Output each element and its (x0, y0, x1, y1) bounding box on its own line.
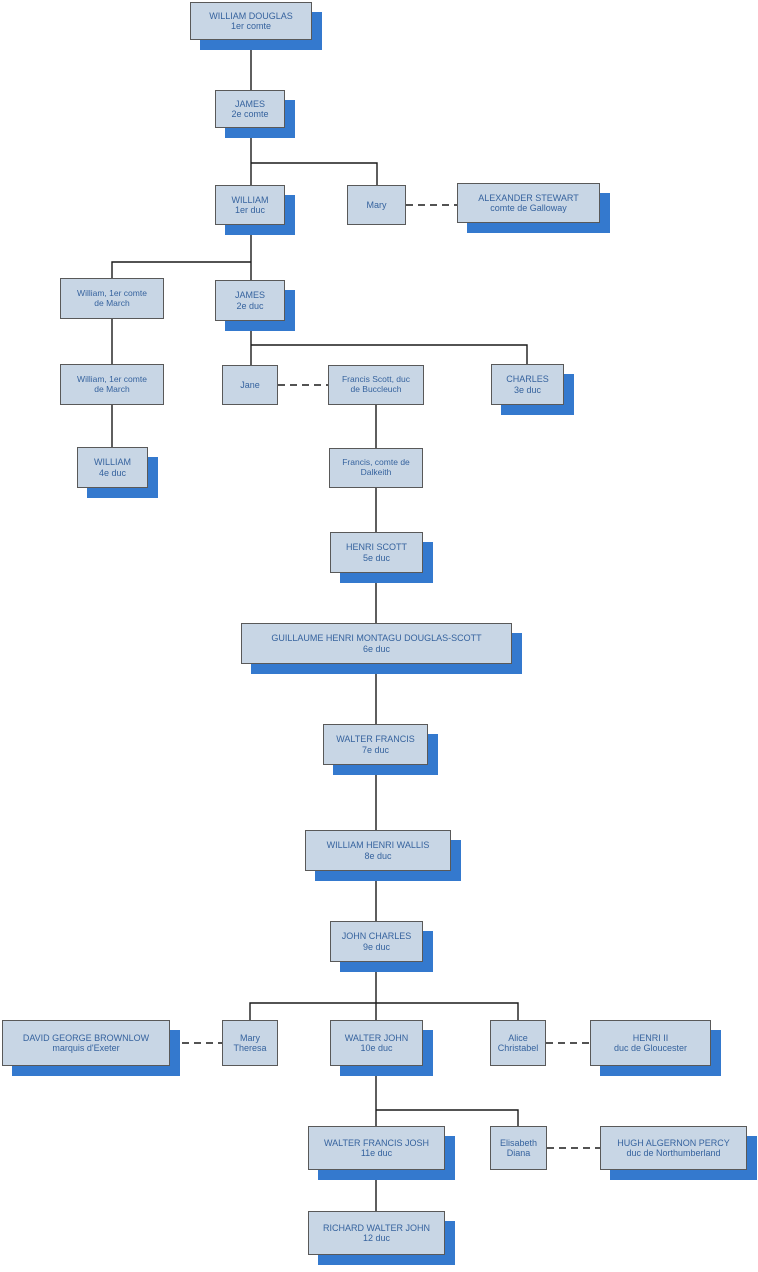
person-name: HENRI SCOTT (345, 542, 407, 553)
person-title: 5e duc (362, 552, 391, 563)
person-name: WALTER FRANCIS JOSH (323, 1137, 429, 1148)
person-name: Jane (240, 379, 260, 390)
person-name: WILLIAM HENRI WALLIS (326, 840, 430, 851)
person-name: ALEXANDER STEWART (478, 192, 579, 203)
person-name: Francis, comte de (342, 457, 410, 468)
person-name: WILLIAM (93, 457, 131, 468)
person-name: JAMES (234, 290, 265, 301)
person-title: 2e duc (236, 300, 264, 311)
connector-line (251, 162, 378, 185)
person-name: Mary (240, 1032, 260, 1043)
connector-line (376, 1109, 519, 1126)
person-title: duc de Gloucester (613, 1043, 688, 1053)
person-name: WILLIAM (231, 194, 269, 205)
person-name: DAVID GEORGE BROWNLOW (22, 1032, 150, 1043)
person-title: 11e duc (360, 1148, 393, 1158)
person-name: WALTER JOHN (344, 1032, 409, 1043)
person-title: Diana (506, 1148, 531, 1158)
connector-line (251, 344, 528, 364)
person-name: Elisabeth (499, 1137, 538, 1148)
person-title: 4e duc (98, 467, 127, 478)
person-title: comte de Galloway (490, 203, 567, 213)
person-title: 8e duc (364, 850, 392, 861)
person-name: HENRI II (632, 1032, 669, 1043)
person-title: 1er comte (230, 21, 272, 31)
person-node[interactable]: Mary (347, 185, 406, 225)
person-name: HUGH ALGERNON PERCY (617, 1137, 730, 1148)
person-name: WILLIAM DOUGLAS (209, 10, 293, 21)
person-title: 12 duc (362, 1233, 391, 1243)
person-name: CHARLES (506, 374, 549, 385)
person-name: GUILLAUME HENRI MONTAGU DOUGLAS-SCOTT (271, 633, 482, 644)
person-title: 1er duc (234, 205, 266, 215)
connector-line (111, 261, 251, 278)
person-title: 7e duc (361, 744, 390, 755)
connector-line (249, 1002, 376, 1020)
person-title: duc de Northumberland (626, 1148, 721, 1158)
connector-line (376, 1002, 519, 1020)
person-name: RICHARD WALTER JOHN (322, 1222, 430, 1233)
person-name: JAMES (234, 98, 265, 109)
person-name: William, 1er comte (77, 287, 147, 298)
person-title: de March (94, 297, 130, 308)
dashed-edges-group (170, 204, 600, 1149)
person-name: William, 1er comte (77, 373, 147, 384)
person-title: 10e duc (360, 1043, 393, 1053)
person-title: Dalkeith (360, 467, 392, 477)
person-name: Mary (366, 199, 387, 210)
person-title: 9e duc (362, 941, 391, 952)
person-name: Alice (508, 1032, 528, 1043)
person-name: Francis Scott, duc (341, 374, 411, 385)
person-title: Theresa (233, 1043, 267, 1053)
person-title: de Buccleuch (350, 384, 402, 394)
person-name: WALTER FRANCIS (336, 734, 415, 745)
person-title: 6e duc (362, 643, 391, 654)
person-title: 2e comte (231, 109, 269, 119)
person-node[interactable]: Jane (222, 365, 278, 405)
person-title: de March (94, 383, 130, 394)
person-name: JOHN CHARLES (341, 931, 412, 942)
person-title: marquis d'Exeter (52, 1043, 120, 1053)
person-title: 3e duc (513, 384, 542, 395)
person-title: Christabel (497, 1043, 539, 1053)
